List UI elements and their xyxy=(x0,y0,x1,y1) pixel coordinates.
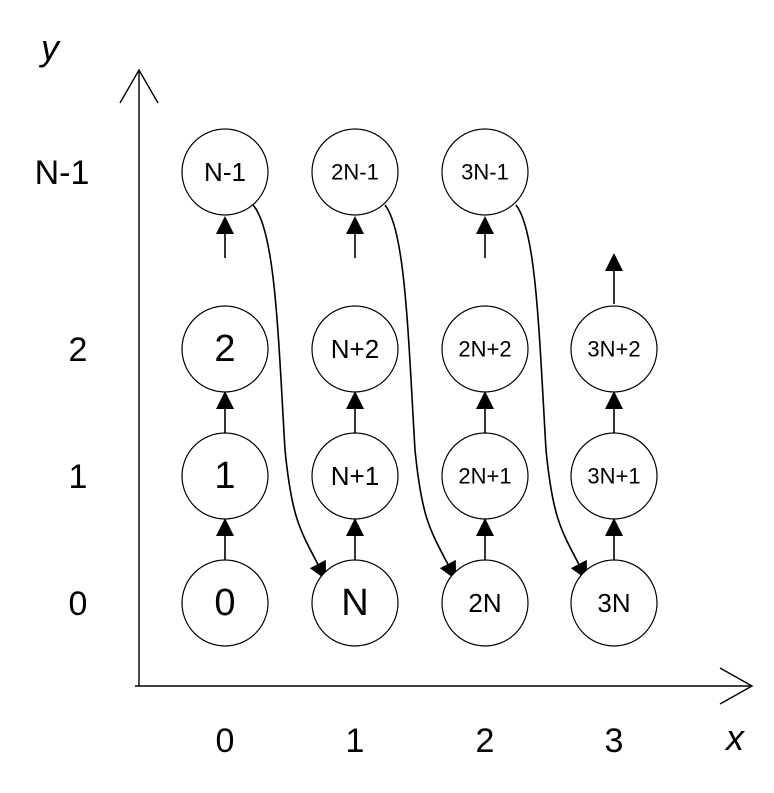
node-circle xyxy=(181,559,269,647)
node-circle xyxy=(570,432,658,520)
node-label: 3N xyxy=(597,588,630,618)
node-label: 2N xyxy=(468,588,501,618)
node-circle xyxy=(181,432,269,520)
node-circle xyxy=(311,305,399,393)
x-tick-label: 3 xyxy=(605,722,624,760)
node: 2N xyxy=(441,559,529,647)
node-circle xyxy=(311,559,399,647)
node-circle xyxy=(441,128,529,216)
node: 2N+1 xyxy=(441,432,529,520)
node-circle xyxy=(441,432,529,520)
x-axis-name: x xyxy=(724,717,746,758)
y-tick-label: 2 xyxy=(69,331,88,369)
node-circle xyxy=(181,305,269,393)
node-label: N+1 xyxy=(331,461,379,491)
x-tick-label: 2 xyxy=(476,722,495,760)
node: 3N+2 xyxy=(570,305,658,393)
node-label: N-1 xyxy=(204,157,246,187)
node-label: 3N+1 xyxy=(587,464,640,489)
node: 2N-1 xyxy=(311,128,399,216)
node-circle xyxy=(181,128,269,216)
y-tick-labels: 0 1 2 N-1 xyxy=(35,154,90,623)
node: 2N+2 xyxy=(441,305,529,393)
node: N xyxy=(311,559,399,647)
node-circle xyxy=(311,128,399,216)
y-axis-arrowhead xyxy=(119,68,159,104)
node: N-1 xyxy=(181,128,269,216)
node: N+2 xyxy=(311,305,399,393)
node: 3N xyxy=(570,559,658,647)
axes: y x xyxy=(38,27,754,758)
wrap-arrows xyxy=(252,204,588,580)
node: N+1 xyxy=(311,432,399,520)
node-label: 1 xyxy=(214,455,235,497)
node: 2 xyxy=(181,305,269,393)
node-label: 3N+2 xyxy=(587,337,640,362)
y-tick-label: 1 xyxy=(69,458,88,496)
x-axis-arrowhead xyxy=(719,667,754,705)
node-label: 2N+1 xyxy=(458,464,511,489)
node-circle xyxy=(570,559,658,647)
x-tick-labels: 0 1 2 3 xyxy=(216,722,624,760)
wrap-arrow-col1-to-col2 xyxy=(384,204,457,580)
node-circle xyxy=(441,305,529,393)
node-label: 0 xyxy=(214,582,235,624)
y-tick-label: 0 xyxy=(69,585,88,623)
step-arrows xyxy=(216,216,623,560)
node-label: 2N+2 xyxy=(458,337,511,362)
y-axis-name: y xyxy=(38,27,61,68)
node-circle xyxy=(570,305,658,393)
y-tick-label: N-1 xyxy=(35,154,90,192)
node-circle xyxy=(311,432,399,520)
node: 0 xyxy=(181,559,269,647)
node-label: N+2 xyxy=(331,334,379,364)
node-circle xyxy=(441,559,529,647)
x-tick-label: 0 xyxy=(216,722,235,760)
node-label: 2 xyxy=(214,328,235,370)
nodes: 012N-1NN+1N+22N-12N2N+12N+23N-13N3N+13N+… xyxy=(181,128,658,647)
node: 3N-1 xyxy=(441,128,529,216)
node-label: 2N-1 xyxy=(331,160,379,185)
node-label: 3N-1 xyxy=(461,160,509,185)
node: 3N+1 xyxy=(570,432,658,520)
node-label: N xyxy=(341,582,368,624)
wrap-arrow-col0-to-col1 xyxy=(252,204,327,580)
x-tick-label: 1 xyxy=(346,722,365,760)
wrap-arrow-col2-to-col3 xyxy=(515,204,588,580)
node: 1 xyxy=(181,432,269,520)
